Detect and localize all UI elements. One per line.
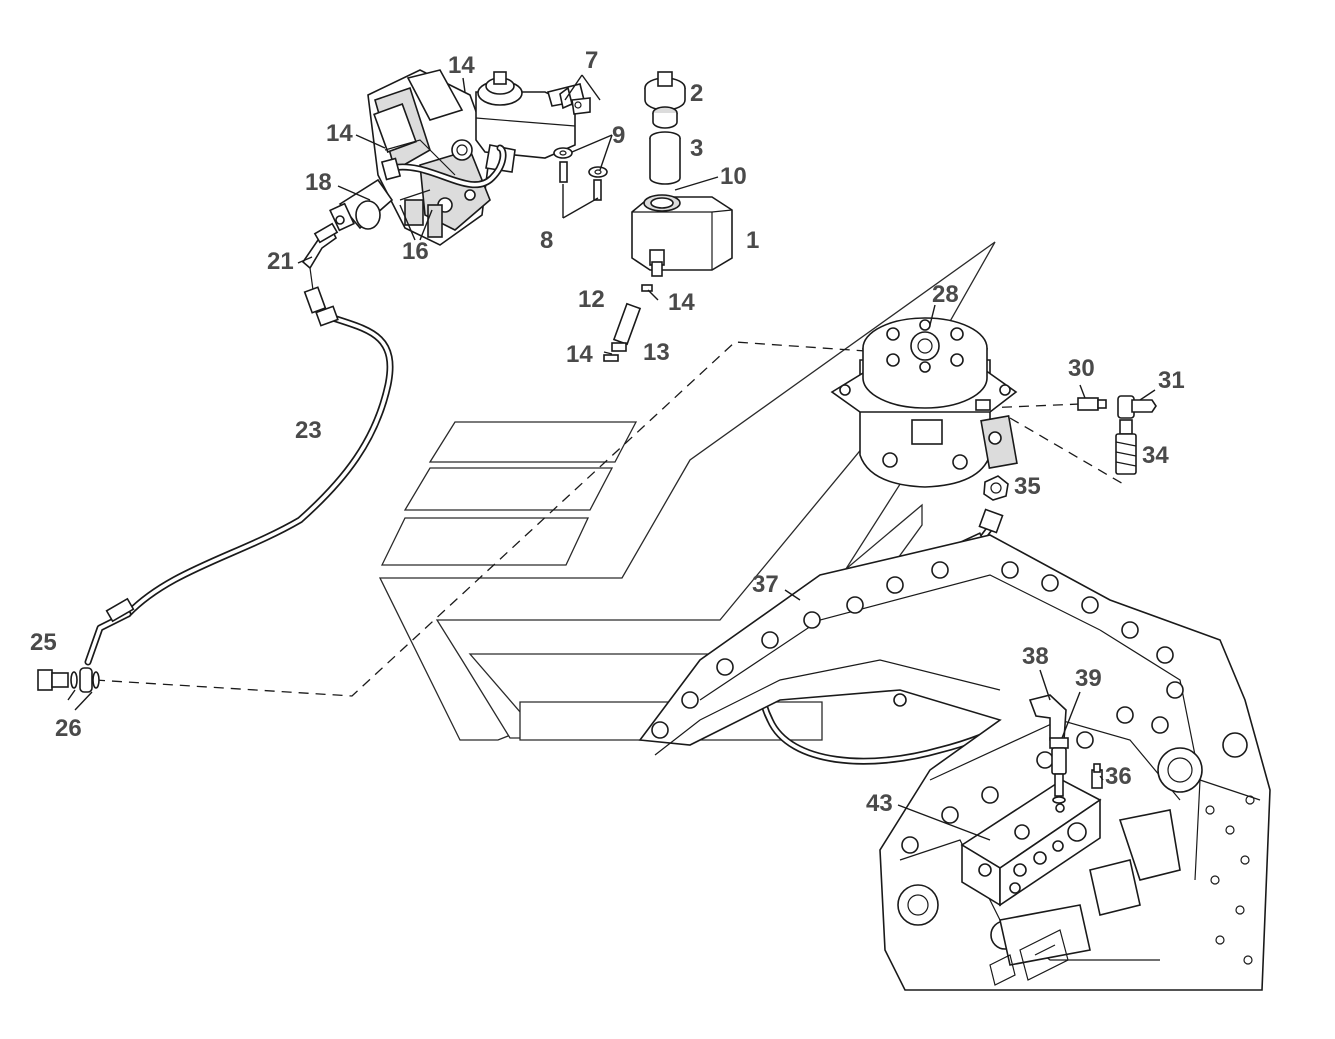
- label-16: 16: [402, 238, 429, 265]
- nut-part-35: [983, 475, 1009, 501]
- label-31: 31: [1158, 367, 1185, 394]
- label-14a: 14: [448, 52, 475, 79]
- bracket-part-7: [547, 83, 591, 115]
- label-23: 23: [295, 417, 322, 444]
- label-25: 25: [30, 629, 57, 656]
- label-1: 1: [746, 227, 759, 254]
- label-18: 18: [305, 169, 332, 196]
- label-7: 7: [585, 47, 598, 74]
- label-39: 39: [1075, 665, 1102, 692]
- filler-cap-part-2: [644, 71, 686, 129]
- housing-lettering-graphic: [989, 929, 1069, 986]
- label-3: 3: [690, 135, 703, 162]
- banjo-fitting-25-26: [37, 667, 100, 693]
- slave-cylinder-28: [830, 317, 1018, 488]
- label-28: 28: [932, 281, 959, 308]
- label-35: 35: [1014, 473, 1041, 500]
- label-13: 13: [643, 339, 670, 366]
- side-panel-holes: [1205, 795, 1255, 965]
- bleed-fittings-30-31-34: [1077, 395, 1157, 475]
- label-2: 2: [690, 80, 703, 107]
- label-10: 10: [720, 163, 747, 190]
- master-cylinder-assembly: [329, 69, 576, 246]
- label-30: 30: [1068, 355, 1095, 382]
- leader-lines: [67, 74, 1156, 841]
- transmission-housing: [638, 534, 1271, 991]
- master-cylinder-hose: [380, 144, 507, 189]
- valve-block-43: [960, 779, 1102, 907]
- label-43: 43: [866, 790, 893, 817]
- label-14d: 14: [566, 341, 593, 368]
- label-21: 21: [267, 248, 294, 275]
- label-26: 26: [55, 715, 82, 742]
- reservoir-part-1: [631, 194, 733, 277]
- screws-and-washers: [553, 147, 608, 201]
- adapter-part-39: [1049, 737, 1069, 804]
- label-12: 12: [578, 286, 605, 313]
- label-34: 34: [1142, 442, 1169, 469]
- hose-pieces-12-13-14: [603, 284, 653, 362]
- label-36: 36: [1105, 763, 1132, 790]
- dashed-reference-lines: [94, 341, 1126, 697]
- label-14c: 14: [668, 289, 695, 316]
- label-14b: 14: [326, 120, 353, 147]
- label-37: 37: [752, 571, 779, 598]
- filter-part-3: [649, 131, 681, 185]
- brake-line-23: [84, 222, 394, 666]
- label-38: 38: [1022, 643, 1049, 670]
- flange-bolts: [651, 561, 1184, 854]
- label-8: 8: [540, 227, 553, 254]
- callout-labels: 1 2 3 7 8 9 10 12 13 14 14 14 14 16 18 2…: [30, 47, 1185, 817]
- label-9: 9: [612, 122, 625, 149]
